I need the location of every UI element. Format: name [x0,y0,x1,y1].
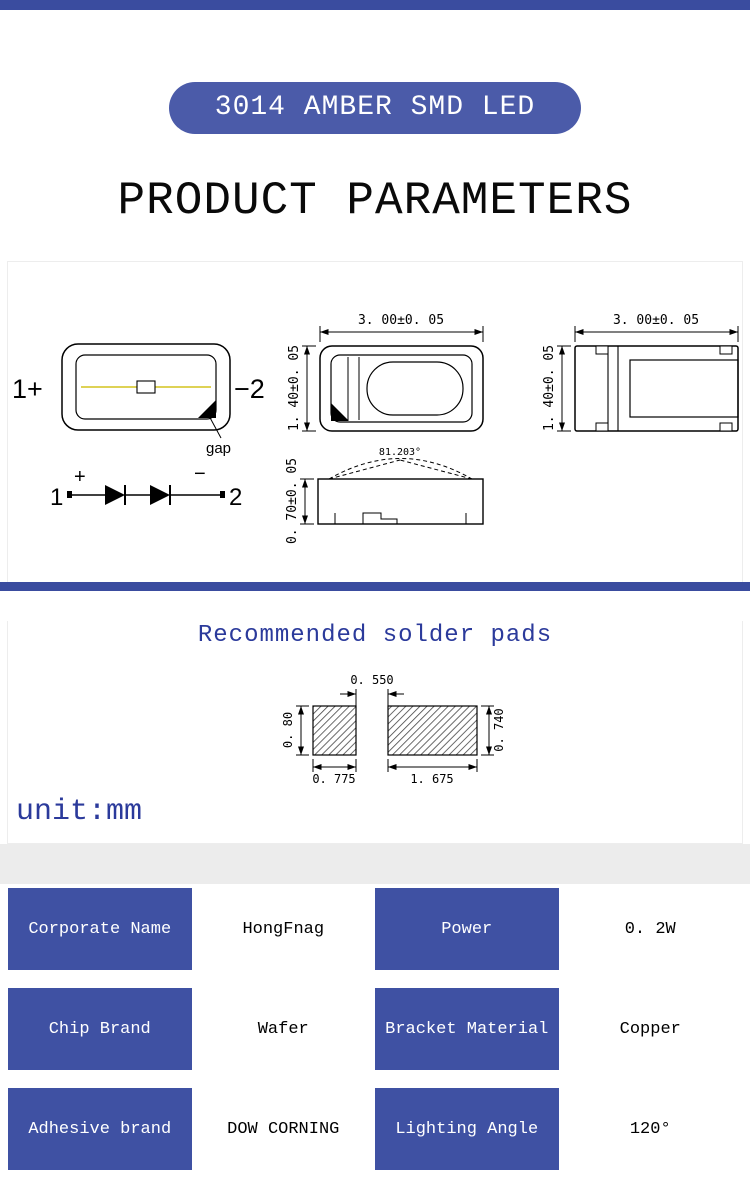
section-gap-strip [0,844,750,884]
solder-pads-panel: Recommended solder pads [7,621,743,844]
spec-header-cell: Adhesive brand [8,1088,192,1170]
spec-value-cell: Copper [558,988,742,1070]
cathode-mark [198,400,216,418]
circuit-pin2-label: 2 [229,484,242,511]
page-title: PRODUCT PARAMETERS [117,175,633,227]
diode-symbol [105,485,125,505]
spec-value-cell: 120° [558,1088,742,1170]
spec-row: Chip Brand Wafer Bracket Material Copper [8,988,742,1070]
side-view-dimensions [300,478,314,525]
back-view-dimensions [557,326,739,432]
circuit-pin1-label: 1 [50,484,63,511]
spec-header-cell: Power [375,888,559,970]
spec-header-cell: Chip Brand [8,988,192,1070]
spec-row: Corporate Name HongFnag Power 0. 2W [8,888,742,970]
spec-row: Adhesive brand DOW CORNING Lighting Angl… [8,1088,742,1170]
back-view-outline [574,345,739,432]
right-solder-pad [387,705,478,756]
pin2-cathode-label: −2 [234,374,265,404]
left-solder-pad [312,705,357,756]
spec-header-cell: Lighting Angle [375,1088,559,1170]
solder-pads-title: Recommended solder pads [197,622,553,649]
spec-value-cell: 0. 2W [558,888,742,970]
right-pad-height-dim: 0. 740 [492,708,506,751]
diode-symbol [150,485,170,505]
pin1-anode-label: 1+ [12,374,43,404]
back-width-dim: 3. 00±0. 05 [613,313,699,328]
section-divider-bar [0,582,750,591]
pad-gap-dim: 0. 550 [350,673,393,687]
spec-value-cell: DOW CORNING [191,1088,375,1170]
side-thickness-dim: 0. 70±0. 05 [285,458,300,544]
spec-value-cell: HongFnag [191,888,375,970]
right-pad-width-dim: 1. 675 [410,772,453,786]
technical-drawing-panel: gap 1+ −2 1 + − 2 [7,261,743,582]
solder-pad-drawing: 0. 550 0. 80 0. 740 0. 775 1. 675 [281,673,506,786]
unit-label: unit:mm [16,795,143,829]
spec-header-cell: Corporate Name [8,888,192,970]
circuit-plus-label: + [74,466,86,488]
spec-header-cell: Bracket Material [375,988,559,1070]
solder-pad-dimensions [296,689,494,772]
front-view-outline [319,345,484,432]
top-accent-bar [0,0,750,10]
front-height-dim: 1. 40±0. 05 [287,345,302,431]
left-pad-height-dim: 0. 80 [281,712,295,748]
circuit-diagram [67,485,225,505]
front-width-dim: 3. 00±0. 05 [358,313,444,328]
cathode-mark [331,403,349,421]
front-view-dimensions [302,326,484,432]
badge-row: 3014 AMBER SMD LED [0,82,750,134]
circuit-minus-label: − [194,463,206,485]
spec-table: Corporate Name HongFnag Power 0. 2W Chip… [8,888,742,1170]
top-view-outline [61,343,231,439]
product-badge: 3014 AMBER SMD LED [168,82,582,134]
side-view-outline [317,458,484,525]
spec-value-cell: Wafer [191,988,375,1070]
dome-angle-label: 81.203° [379,447,421,458]
led-dimension-drawing: gap 1+ −2 1 + − 2 [12,313,739,544]
left-pad-width-dim: 0. 775 [312,772,355,786]
back-height-dim: 1. 40±0. 05 [542,345,557,431]
gap-label: gap [206,440,231,457]
